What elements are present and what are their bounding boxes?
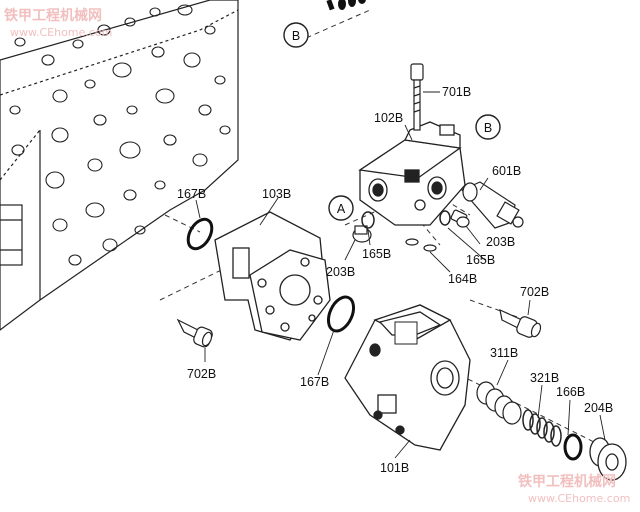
- part-165B-ring-right: [439, 210, 451, 226]
- label-203B-left: 203B: [326, 265, 355, 279]
- part-321B-spring: [522, 409, 562, 447]
- label-702B-left: 702B: [187, 367, 216, 381]
- label-311B: 311B: [490, 346, 518, 360]
- watermark-top: 铁甲工程机械网 www.CEhome.com: [4, 7, 112, 39]
- watermark-bottom: 铁甲工程机械网 www.CEhome.com: [518, 473, 630, 505]
- main-valve-block: [0, 0, 239, 331]
- label-166B: 166B: [556, 385, 585, 399]
- label-701B: 701B: [442, 85, 471, 99]
- watermark-bottom-cn: 铁甲工程机械网: [518, 473, 616, 490]
- label-702B-right: 702B: [520, 285, 549, 299]
- label-167B-mid: 167B: [300, 375, 329, 389]
- part-167B-oring-left: [186, 217, 214, 251]
- part-101B-valve-body: [344, 304, 471, 451]
- watermark-bottom-url: www.CEhome.com: [528, 492, 630, 505]
- part-702B-bolt-right: [499, 308, 542, 338]
- part-203B-plug-left: [352, 225, 372, 243]
- part-311B-spool: [476, 381, 522, 425]
- label-103B: 103B: [262, 187, 291, 201]
- label-204B: 204B: [584, 401, 613, 415]
- part-167B-oring-mid: [326, 295, 356, 333]
- part-165B-ring-left: [361, 211, 375, 229]
- label-167B-left: 167B: [177, 187, 206, 201]
- part-102B-valve-body: [358, 121, 466, 226]
- label-101B: 101B: [380, 461, 409, 475]
- label-165B-left: 165B: [362, 247, 391, 261]
- watermark-top-cn: 铁甲工程机械网: [4, 7, 102, 24]
- watermark-top-url: www.CEhome.com: [10, 26, 112, 39]
- label-102B: 102B: [374, 111, 403, 125]
- callout-b-right: B: [475, 114, 501, 140]
- part-labels: 701B 102B 601B 167B 103B 203B 165B 165B …: [177, 85, 613, 475]
- part-204B-plug: [589, 437, 627, 481]
- callout-a: A: [328, 195, 354, 221]
- part-203B-plug-right: [450, 209, 470, 228]
- callout-b-top-text: B: [292, 29, 300, 43]
- part-701B-screw: [410, 63, 424, 131]
- part-164B-seal-b: [423, 244, 437, 252]
- part-166B-oring: [563, 433, 583, 461]
- part-702B-bolt-left: [176, 318, 213, 348]
- label-164B: 164B: [448, 272, 477, 286]
- part-601B-cartridge: [461, 181, 524, 229]
- label-203B-right: 203B: [486, 235, 515, 249]
- label-165B-right: 165B: [466, 253, 495, 267]
- label-601B: 601B: [492, 164, 521, 178]
- label-321B: 321B: [530, 371, 559, 385]
- top-hidden-part-fragment: [326, 0, 366, 11]
- callout-b-right-text: B: [484, 121, 492, 135]
- leader-lines: [195, 91, 606, 459]
- callout-a-text: A: [337, 202, 346, 216]
- part-103B-adapter: [214, 211, 331, 341]
- callout-b-top: B: [283, 22, 309, 48]
- part-164B-seal-a: [405, 238, 419, 246]
